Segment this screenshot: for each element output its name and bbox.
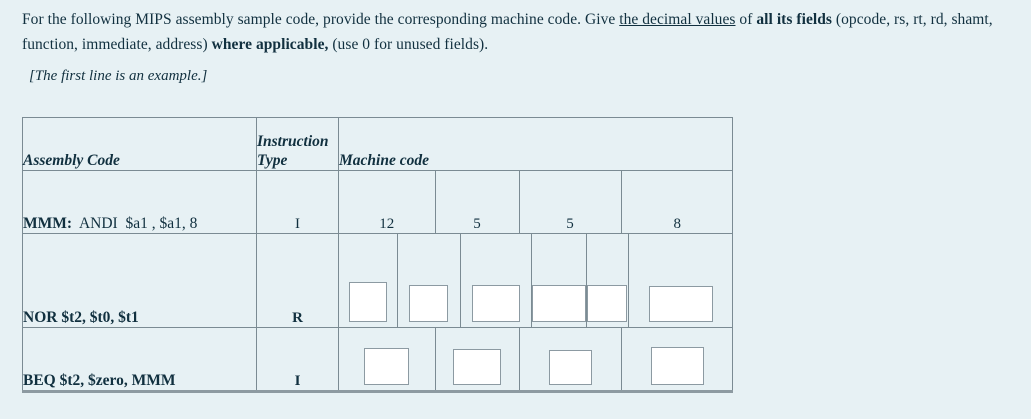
table-row-beq: BEQ $t2, $zero, MMM I [22, 327, 733, 392]
field-value-immediate: 8 [621, 171, 733, 233]
assembly-operands: $a1 , $a1, 8 [125, 215, 198, 232]
assembly-text-nor: NOR $t2, $t0, $t1 [23, 309, 139, 326]
field-input-cell-beq-opcode[interactable] [339, 328, 436, 390]
mips-table: Assembly Code Instruction Type Machine c… [22, 117, 733, 393]
example-note: [The first line is an example.] [29, 68, 208, 84]
field-input-cell-shamt[interactable] [586, 234, 629, 327]
field-input-cell-beq-immediate[interactable] [621, 328, 733, 390]
field-input-cell-function[interactable] [628, 234, 733, 327]
assembly-opcode: ANDI [78, 215, 118, 232]
field-input-cell-rd[interactable] [531, 234, 587, 327]
table-row-example: MMM: ANDI $a1 , $a1, 8 I 12 5 5 [22, 170, 733, 234]
prompt-bold-phrase-2: where applicable, [211, 36, 329, 53]
machine-code-beq-cell [338, 327, 733, 392]
field-input-function[interactable] [648, 286, 713, 322]
prompt-text-part-3: (opcode, rs, rt, rd, shamt, function, im… [22, 11, 993, 53]
field-input-cell-rt[interactable] [460, 234, 532, 327]
table-header-row: Assembly Code Instruction Type Machine c… [22, 117, 733, 171]
question-prompt: For the following MIPS assembly sample c… [12, 4, 1019, 57]
prompt-text-part-4: (use 0 for unused fields). [328, 36, 489, 53]
machine-code-nor-cell [338, 233, 733, 328]
field-input-rs[interactable] [409, 285, 448, 322]
field-input-opcode[interactable] [348, 282, 387, 322]
field-input-rt[interactable] [471, 285, 520, 322]
field-input-rd[interactable] [531, 285, 586, 322]
instruction-type-beq: I [256, 327, 339, 392]
field-input-cell-opcode[interactable] [339, 234, 398, 327]
prompt-underlined-phrase: the decimal values [619, 11, 736, 28]
instruction-type-example: I [256, 170, 339, 234]
field-input-beq-rt[interactable] [548, 350, 592, 385]
table-row-nor: NOR $t2, $t0, $t1 R [22, 233, 733, 328]
field-input-cell-rs[interactable] [397, 234, 461, 327]
field-input-beq-rs[interactable] [453, 349, 501, 385]
header-machine-code: Machine code [338, 117, 733, 171]
machine-code-example-cell: 12 5 5 8 [338, 170, 733, 234]
field-input-beq-opcode[interactable] [364, 348, 410, 385]
prompt-text-part-1: For the following MIPS assembly sample c… [22, 11, 620, 28]
field-input-cell-beq-rt[interactable] [519, 328, 622, 390]
field-input-beq-immediate[interactable] [650, 347, 704, 385]
header-instruction-type: Instruction Type [256, 117, 339, 171]
assembly-code-nor: NOR $t2, $t0, $t1 [22, 233, 257, 328]
header-assembly-code: Assembly Code [22, 117, 257, 171]
assembly-text-beq: BEQ $t2, $zero, MMM [23, 372, 176, 389]
assembly-code-beq: BEQ $t2, $zero, MMM [22, 327, 257, 392]
field-value-rs: 5 [435, 171, 520, 233]
field-value-opcode: 12 [339, 171, 436, 233]
assembly-code-example: MMM: ANDI $a1 , $a1, 8 [22, 170, 257, 234]
field-input-shamt[interactable] [587, 285, 627, 322]
mips-table-container: Assembly Code Instruction Type Machine c… [22, 117, 733, 393]
instruction-type-nor: R [256, 233, 339, 328]
prompt-bold-phrase-1: all its fields [756, 11, 832, 28]
assembly-label: MMM: [23, 215, 73, 232]
field-input-cell-beq-rs[interactable] [435, 328, 520, 390]
field-value-rt: 5 [519, 171, 622, 233]
prompt-text-part-2: of [735, 11, 757, 28]
